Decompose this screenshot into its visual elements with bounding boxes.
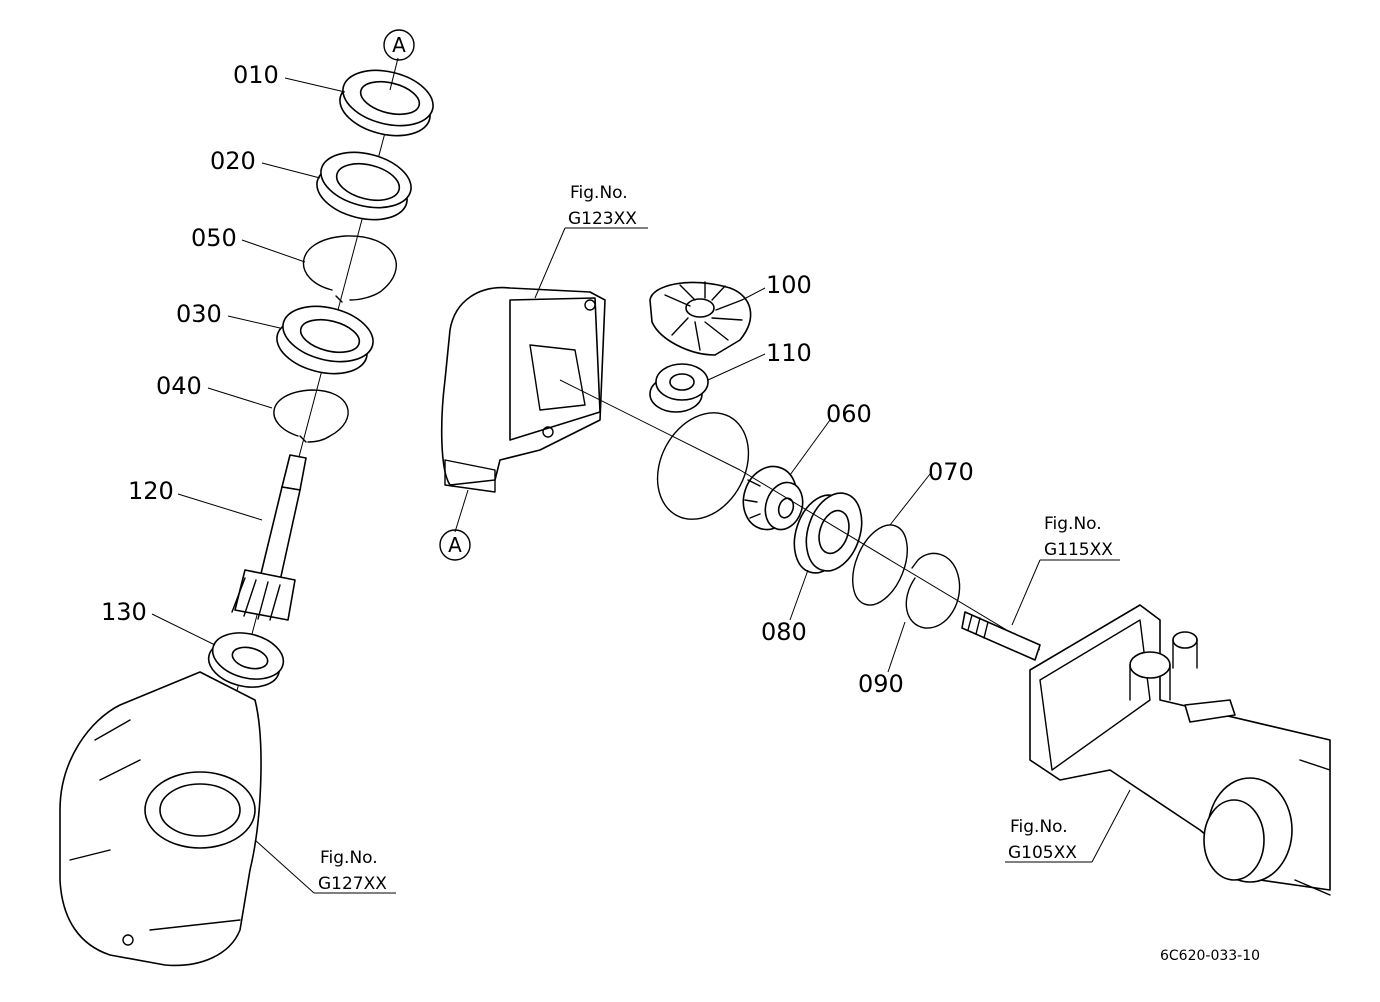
- fig-ref-g115-label: Fig.No.: [1044, 514, 1102, 534]
- fig-ref-g105-code: G105XX: [1008, 843, 1077, 863]
- part-010-seal: [339, 69, 434, 137]
- part-070-snap-ring: [852, 524, 908, 606]
- callout-100: 100: [766, 271, 812, 299]
- callout-120: 120: [128, 477, 174, 505]
- part-100-bevel-gear: [649, 281, 752, 356]
- callout-090: 090: [858, 670, 904, 698]
- callout-leaders: [151, 57, 931, 673]
- housing-g105: [1029, 604, 1331, 896]
- fig-ref-g105-label: Fig.No.: [1010, 817, 1068, 837]
- fig-ref-g127-code: G127XX: [318, 874, 387, 894]
- marker-a-top: A: [383, 29, 415, 61]
- fig-ref-g127-label: Fig.No.: [320, 848, 378, 868]
- part-090-snap-ring: [905, 552, 961, 629]
- marker-a-bottom-text: A: [448, 533, 462, 557]
- part-050-snap-ring: [302, 235, 397, 303]
- callout-060: 060: [826, 400, 872, 428]
- axis-line-right: [739, 469, 1041, 651]
- callout-080: 080: [761, 618, 807, 646]
- fig-ref-g123-label: Fig.No.: [570, 183, 628, 203]
- part-o-ring: [656, 412, 750, 520]
- callout-030: 030: [176, 300, 222, 328]
- part-030-bearing: [276, 305, 374, 375]
- callout-050: 050: [191, 224, 237, 252]
- axis-line-center: [559, 379, 741, 471]
- marker-a-bottom: A: [439, 529, 471, 561]
- fig-ref-g123-code: G123XX: [568, 209, 637, 229]
- part-110-bearing: [649, 363, 709, 413]
- part-020-seal: [316, 151, 412, 221]
- figure-ref-leaders: [254, 227, 1131, 894]
- callout-040: 040: [156, 372, 202, 400]
- marker-a-top-text: A: [392, 33, 406, 57]
- part-040-snap-ring: [273, 389, 349, 443]
- shaft-g115: [961, 611, 1041, 661]
- drawing-code: 6C620-033-10: [1160, 948, 1260, 964]
- fig-ref-g115-code: G115XX: [1044, 540, 1113, 560]
- part-120-pinion-shaft: [231, 454, 307, 621]
- housing-g127: [59, 671, 262, 967]
- callout-010: 010: [233, 61, 279, 89]
- part-060-bevel-gear: [742, 465, 804, 531]
- part-130-bearing: [207, 632, 285, 688]
- callout-020: 020: [210, 147, 256, 175]
- callout-070: 070: [928, 458, 974, 486]
- callout-110: 110: [766, 339, 812, 367]
- part-080-bearing: [793, 492, 863, 574]
- housing-g123: [440, 286, 606, 493]
- callout-130: 130: [101, 598, 147, 626]
